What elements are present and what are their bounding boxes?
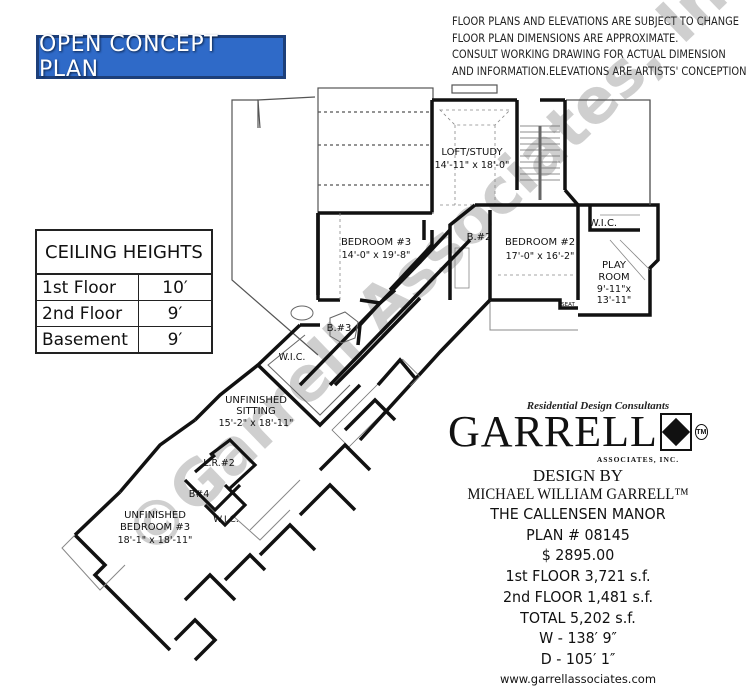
disclaimer-line: CONSULT WORKING DRAWING FOR ACTUAL DIMEN… [452,48,726,61]
design-by-label: DESIGN BY [532,466,624,485]
ceiling-height-value: 9′ [167,329,183,350]
room-label-loft: LOFT/STUDY [441,147,503,158]
label-seat: SEAT [561,302,575,308]
plan-info-block: Residential Design Consultants GARRELL T… [448,400,708,686]
company-tagline: Residential Design Consultants [526,400,670,412]
label-wic-playroom: W.I.C. [589,218,617,229]
table-row: 1st Floor 10′ [37,275,211,301]
disclaimer-line: AND INFORMATION.ELEVATIONS ARE ARTISTS' … [452,64,747,78]
room-label-playroom: PLAY [602,260,627,271]
disclaimer: FLOOR PLANS AND ELEVATIONS ARE SUBJECT T… [452,14,747,80]
label-b3: B.#3 [327,323,352,334]
disclaimer-line: FLOOR PLANS AND ELEVATIONS ARE SUBJECT T… [452,15,740,28]
table-row: Basement 9′ [37,327,211,352]
website-link[interactable]: www.garrellassociates.com [499,671,657,686]
first-floor-area: 1st FLOOR 3,721 s.f. [505,567,651,586]
label-wic: W.I.C. [279,352,306,363]
label-lr2: L.R.#2 [203,458,235,469]
room-label-unf-bedroom-2: BEDROOM #3 [120,522,190,533]
company-subtitle: ASSOCIATES, INC. [596,455,680,464]
room-size-unf-bedroom: 18'-1" x 18'-11" [118,535,193,546]
trademark-icon: TM [694,424,708,440]
room-label-bedroom3: BEDROOM #3 [341,237,411,248]
diamond-logo-icon [659,413,692,451]
room-label-sitting: UNFINISHED [225,395,287,406]
floor-label: 1st Floor [37,275,139,300]
room-size-loft: 14'-11" x 18'-0" [435,160,510,171]
ceiling-heights-title: CEILING HEIGHTS [37,231,211,275]
banner-label: OPEN CONCEPT PLAN [39,32,219,82]
room-label-sitting-2: SITTING [236,406,276,417]
total-area: TOTAL 5,202 s.f. [520,608,636,627]
plan-type-banner: OPEN CONCEPT PLAN [36,32,286,82]
ceiling-height-value: 9′ [167,303,183,324]
plan-depth: D - 105′ 1″ [540,649,616,668]
label-b4: B#4 [189,489,210,500]
room-size-bedroom2: 17'-0" x 16'-2" [506,251,575,262]
room-size-playroom-b: 13'-11" [597,295,632,306]
table-row: 2nd Floor 9′ [37,301,211,327]
second-floor-area: 2nd FLOOR 1,481 s.f. [502,587,654,606]
room-label-bedroom2: BEDROOM #2 [505,237,575,248]
floor-label: 2nd Floor [37,301,139,326]
plan-width: W - 138′ 9″ [539,629,617,648]
room-size-playroom-a: 9'-11"x [597,284,632,295]
company-name: GARRELL [448,407,658,456]
company-logo: GARRELL TM [448,410,708,454]
room-size-sitting: 15'-2" x 18'-11" [219,418,294,429]
ceiling-heights-table: CEILING HEIGHTS 1st Floor 10′ 2nd Floor … [35,229,213,354]
label-wic-lower: W.I.C. [213,515,238,525]
plan-name: THE CALLENSEN MANOR [490,505,666,523]
designer-name: MICHAEL WILLIAM GARRELL™ [467,486,689,503]
room-size-bedroom3: 14'-0" x 19'-8" [342,250,411,261]
plan-number: PLAN # 08145 [526,525,630,544]
ceiling-height-value: 10′ [162,277,188,298]
label-b2: B.#2 [467,232,492,243]
room-label-unf-bedroom: UNFINISHED [124,510,186,521]
disclaimer-line: FLOOR PLAN DIMENSIONS ARE APPROXIMATE. [452,31,679,45]
plan-price: $ 2895.00 [541,546,615,565]
room-label-playroom-2: ROOM [598,272,629,283]
floor-label: Basement [37,327,139,352]
